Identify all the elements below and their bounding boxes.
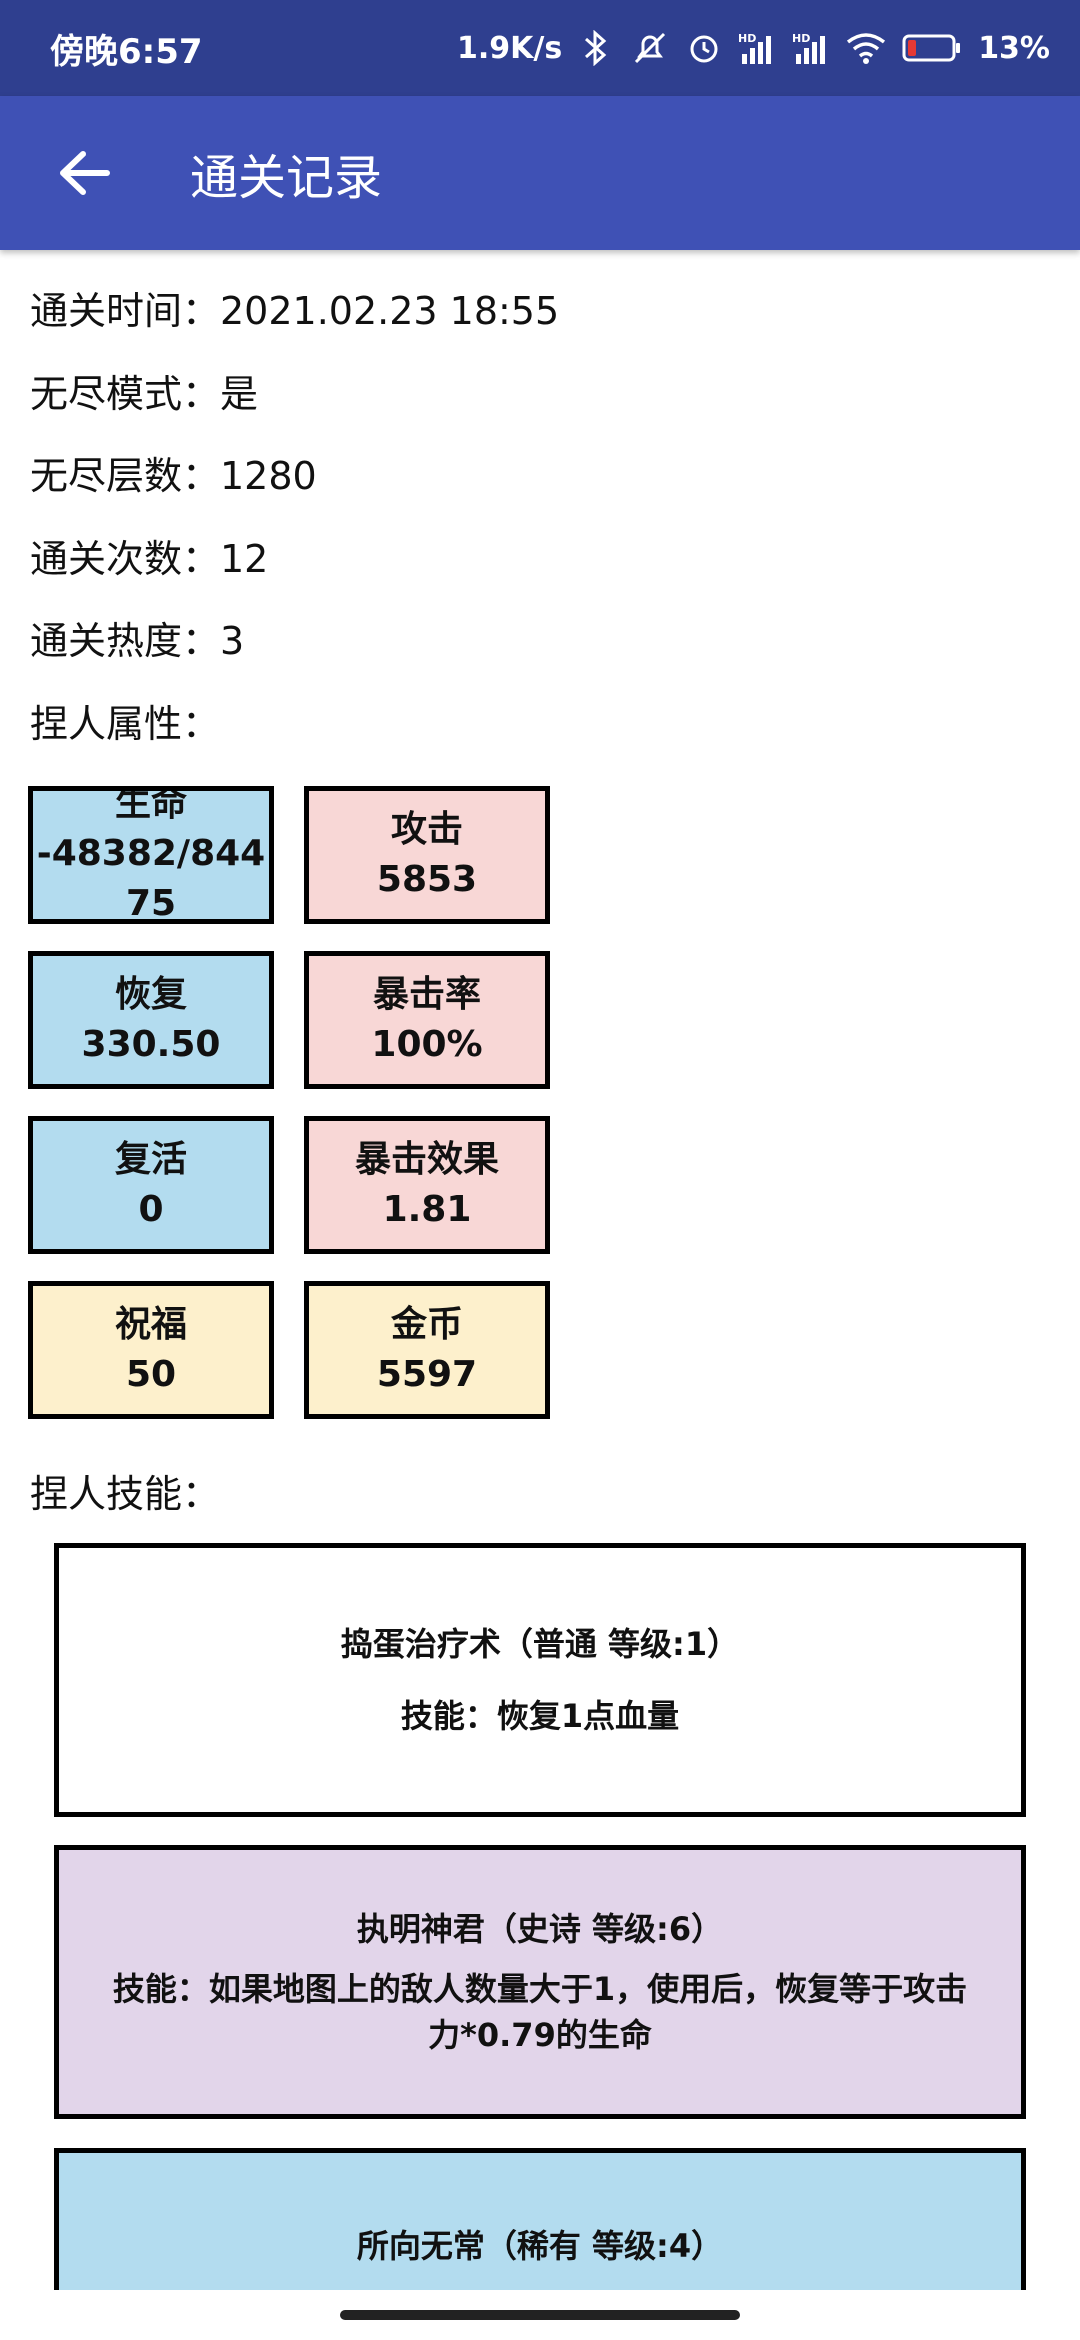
page-title: 通关记录 — [190, 150, 383, 206]
stat-card-crit-effect: 暴击效果 1.81 — [304, 1116, 550, 1254]
stat-value: 5597 — [376, 1354, 478, 1395]
endless-floor-text: 无尽层数：1280 — [30, 454, 317, 498]
status-time: 傍晚6:57 — [50, 31, 203, 72]
stat-card-hp: 生命 -48382/84475 — [28, 786, 274, 924]
stat-value: 1.81 — [382, 1189, 472, 1230]
skill-name: 捣蛋治疗术（普通 等级:1） — [340, 1625, 740, 1663]
stat-value: 5853 — [376, 859, 478, 900]
svg-text:HD: HD — [792, 32, 810, 45]
stat-card-blessing: 祝福 50 — [28, 1281, 274, 1419]
stat-card-gold: 金币 5597 — [304, 1281, 550, 1419]
stat-card-recovery: 恢复 330.50 — [28, 951, 274, 1089]
battery-icon — [900, 28, 964, 68]
battery-percent: 13% — [978, 30, 1050, 66]
skill-name: 执明神君（史诗 等级:6） — [356, 1910, 724, 1948]
skill-card: 所向无常（稀有 等级:4） — [54, 2148, 1026, 2290]
endless-mode-text: 无尽模式：是 — [30, 372, 259, 416]
back-button[interactable] — [30, 118, 140, 228]
stat-value: -48382/84475 — [36, 833, 266, 924]
signal-hd-icon: HD — [792, 28, 832, 68]
wifi-icon — [846, 28, 886, 68]
stat-card-crit-rate: 暴击率 100% — [304, 951, 550, 1089]
stat-label: 祝福 — [114, 1304, 187, 1345]
app-bar: 通关记录 — [0, 96, 1080, 250]
clear-heat-text: 通关热度：3 — [30, 619, 245, 663]
attributes-header: 捏人属性： — [30, 702, 221, 746]
stat-card-attack: 攻击 5853 — [304, 786, 550, 924]
skill-name: 所向无常（稀有 等级:4） — [356, 2227, 724, 2265]
stat-value: 50 — [125, 1354, 177, 1395]
arrow-left-icon — [60, 151, 110, 195]
status-icons: 1.9K/s HD HD 13% — [457, 28, 1050, 68]
clear-count-text: 通关次数：12 — [30, 537, 269, 581]
stat-label: 复活 — [114, 1139, 187, 1180]
stat-value: 0 — [138, 1189, 164, 1230]
signal-hd-icon: HD — [738, 28, 778, 68]
stat-label: 金币 — [390, 1304, 463, 1345]
skills-header: 捏人技能： — [30, 1472, 221, 1516]
skill-description: 技能：恢复1点血量 — [400, 1697, 680, 1735]
stat-label: 暴击率 — [372, 974, 481, 1015]
skill-card: 捣蛋治疗术（普通 等级:1） 技能：恢复1点血量 — [54, 1543, 1026, 1817]
stat-value: 330.50 — [81, 1024, 221, 1065]
stat-label: 恢复 — [114, 974, 187, 1015]
home-indicator[interactable] — [340, 2310, 740, 2320]
skill-description: 技能：如果地图上的敌人数量大于1，使用后，恢复等于攻击力*0.79的生命 — [112, 1970, 968, 2054]
stat-value: 100% — [371, 1024, 483, 1065]
status-bar: 傍晚6:57 1.9K/s HD HD 13% — [0, 0, 1080, 96]
bluetooth-icon — [576, 28, 616, 68]
clear-time-text: 通关时间：2021.02.23 18:55 — [30, 289, 560, 333]
mute-icon — [630, 28, 670, 68]
stat-card-revive: 复活 0 — [28, 1116, 274, 1254]
record-content: 通关时间：2021.02.23 18:55 无尽模式：是 无尽层数：1280 通… — [0, 250, 1080, 2290]
skill-card: 执明神君（史诗 等级:6） 技能：如果地图上的敌人数量大于1，使用后，恢复等于攻… — [54, 1845, 1026, 2119]
alarm-icon — [684, 28, 724, 68]
network-speed: 1.9K/s — [456, 30, 563, 66]
stat-label: 生命 — [114, 786, 187, 824]
stat-label: 攻击 — [390, 809, 463, 850]
svg-text:HD: HD — [738, 32, 756, 45]
stat-label: 暴击效果 — [354, 1139, 499, 1180]
